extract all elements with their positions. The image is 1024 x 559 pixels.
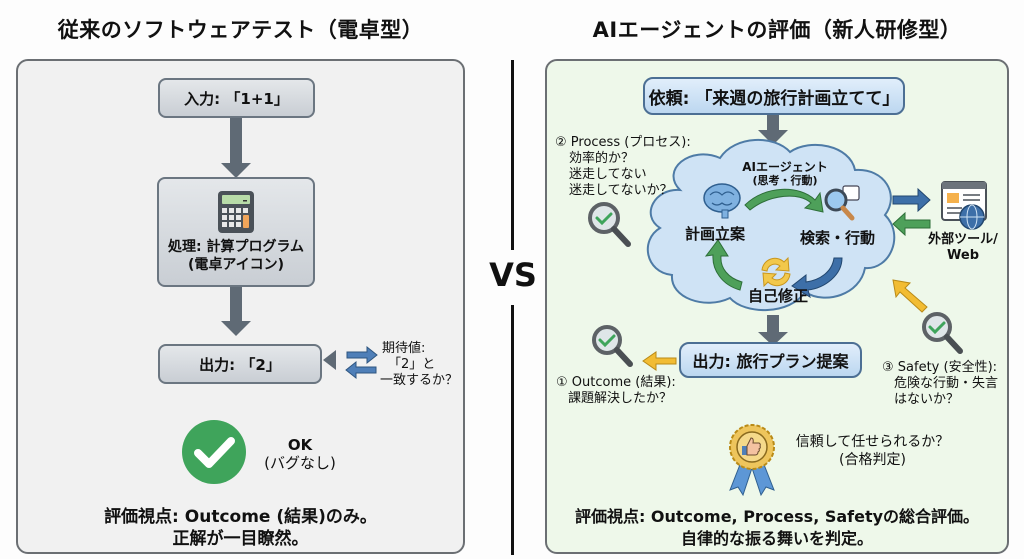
cycle-step-search: 検索・行動 <box>800 229 876 247</box>
web-browser-icon <box>941 181 987 230</box>
result-text: OK (バグなし) <box>250 436 350 472</box>
arrow-output-to-outcome <box>642 351 677 371</box>
down-arrow-1 <box>221 115 251 178</box>
brain-icon <box>703 183 741 219</box>
down-arrow-output <box>758 315 788 346</box>
arrow-safety-to-cloud <box>892 279 928 313</box>
external-line1: 外部ツール/ <box>928 232 998 247</box>
arrow-to-external <box>892 187 931 213</box>
left-summary-line2: 正解が一目瞭然。 <box>172 529 309 549</box>
output-box-label: 出力: 「2」 <box>199 355 281 374</box>
cycle-arrow-search-to-correct <box>791 257 843 299</box>
outcome-q: 課題解決したか？ <box>568 391 673 406</box>
right-summary-line1: 評価視点: Outcome, Process, Safetyの総合評価。 <box>574 507 980 526</box>
output-plan-box: 出力: 旅行プラン提案 <box>679 342 862 378</box>
safety-q2: はないか？ <box>894 392 960 407</box>
left-summary: 評価視点: Outcome (結果)のみ。 正解が一目瞭然。 <box>16 506 465 550</box>
arrow-from-external <box>892 211 931 237</box>
left-title: 従来のソフトウェアテスト（電卓型） <box>57 18 424 42</box>
request-box: 依頼: 「来週の旅行計画立てて」 <box>643 77 905 115</box>
process-q2: 迷走してない <box>569 167 647 182</box>
outcome-title: ① Outcome (結果): <box>556 375 676 390</box>
right-summary-line2: 自律的な振る舞いを判定。 <box>680 529 873 548</box>
refresh-cycle-icon <box>761 256 791 288</box>
agent-label: AIエージェント (思考・行動) <box>735 160 835 188</box>
vs-label: VS <box>489 256 537 294</box>
cycle-step-correct: 自己修正 <box>748 287 809 305</box>
check-circle-icon <box>182 420 246 484</box>
external-line2: Web <box>947 248 979 263</box>
expected-line1: 期待値: <box>382 341 426 356</box>
process-box-line1: 処理: 計算プログラム <box>167 239 305 255</box>
result-sub: (バグなし) <box>264 454 336 472</box>
right-title: AIエージェントの評価（新人研修型） <box>592 18 962 42</box>
safety-criterion: ③ Safety (安全性): 危険な行動・失言 はないか？ <box>882 360 998 408</box>
right-summary: 評価視点: Outcome, Process, Safetyの総合評価。 自律的… <box>545 506 1009 550</box>
external-tools-label: 外部ツール/ Web <box>918 232 1008 264</box>
divider-bottom <box>511 305 514 555</box>
cycle-step-plan: 計画立案 <box>685 225 746 243</box>
safety-title: ③ Safety (安全性): <box>882 360 998 375</box>
process-q3: 迷走してないか？ <box>569 183 673 198</box>
divider-top <box>511 60 514 250</box>
process-check-magnifier-icon <box>588 202 631 247</box>
input-box: 入力: 「1+1」 <box>158 78 315 118</box>
input-box-label: 入力: 「1+1」 <box>184 89 289 108</box>
output-plan-label: 出力: 旅行プラン提案 <box>692 352 849 371</box>
expected-line3: 一致するか？ <box>380 373 459 388</box>
process-criterion: ② Process (プロセス): 効率的か？ 迷走してない 迷走してないか？ <box>555 135 691 199</box>
compare-arrows-icon <box>323 345 378 380</box>
safety-q1: 危険な行動・失言 <box>894 376 999 391</box>
output-box: 出力: 「2」 <box>158 344 322 384</box>
search-magnifier-icon <box>824 185 860 221</box>
request-box-label: 依頼: 「来週の旅行計画立てて」 <box>648 88 900 109</box>
agent-title: AIエージェント <box>742 160 828 174</box>
outcome-criterion: ① Outcome (結果): 課題解決したか？ <box>556 375 676 407</box>
outcome-check-magnifier-icon <box>592 325 633 367</box>
process-title: ② Process (プロセス): <box>555 135 691 150</box>
trust-judgement: 信頼して任せられるか？ (合格判定) <box>785 433 960 469</box>
cycle-arrow-plan-to-search <box>744 188 824 213</box>
expected-value-note: 期待値: 「2」と 一致するか？ <box>380 341 470 389</box>
process-q1: 効率的か？ <box>569 151 635 166</box>
process-box: 処理: 計算プログラム (電卓アイコン) <box>157 177 315 287</box>
calculator-icon <box>218 191 254 233</box>
award-badge-icon <box>729 424 775 497</box>
trust-line2: (合格判定) <box>839 452 906 468</box>
process-box-line2: (電卓アイコン) <box>187 257 285 273</box>
cycle-arrow-correct-to-plan <box>704 239 743 291</box>
expected-line2: 「2」と <box>388 357 436 372</box>
agent-sub: (思考・行動) <box>752 174 818 187</box>
left-summary-line1: 評価視点: Outcome (結果)のみ。 <box>104 507 377 527</box>
result-label: OK <box>287 436 313 454</box>
down-arrow-2 <box>221 285 251 336</box>
trust-line1: 信頼して任せられるか？ <box>795 434 950 450</box>
safety-check-magnifier-icon <box>922 312 963 354</box>
down-arrow-request <box>758 112 788 145</box>
